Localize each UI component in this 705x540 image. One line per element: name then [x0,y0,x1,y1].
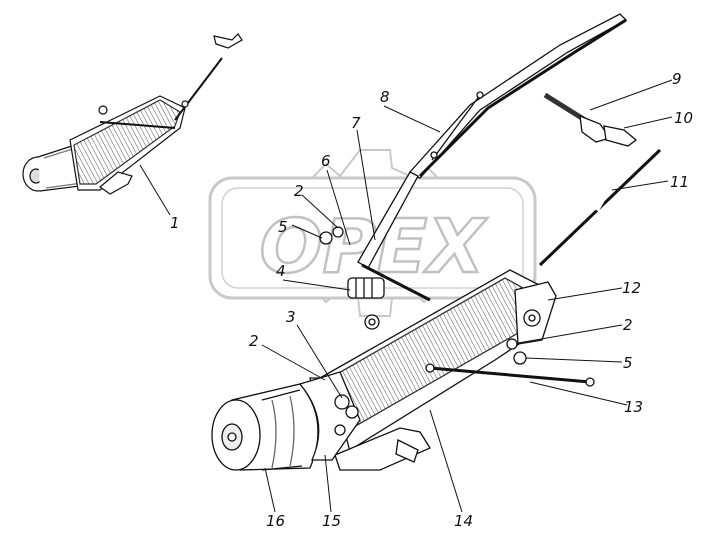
callout-11: 11 [670,173,689,191]
callout-14: 14 [454,512,473,530]
main-wiper-assembly [211,13,662,471]
callout-12: 12 [622,279,641,297]
leader-lines [139,79,673,513]
watermark-gear [291,149,459,317]
callout-labels: 1 2 2 2 3 4 5 5 6 7 8 9 10 11 12 13 14 1… [170,70,693,530]
callout-5-right: 5 [623,354,633,372]
callout-7: 7 [351,114,361,132]
callout-4: 4 [276,262,286,280]
callout-10: 10 [674,109,693,127]
callout-6: 6 [321,152,331,170]
callout-5-left: 5 [278,218,288,236]
small-wiper-assembly [22,33,243,195]
callout-2-right: 2 [623,316,633,334]
callout-13: 13 [624,398,643,416]
callout-1: 1 [170,214,180,232]
callout-15: 15 [322,512,341,530]
callout-8: 8 [380,88,390,106]
callout-2-upper: 2 [294,182,304,200]
callout-16: 16 [266,512,285,530]
callout-2-left: 2 [249,332,259,350]
callout-3: 3 [286,308,296,326]
callout-9: 9 [672,70,682,88]
